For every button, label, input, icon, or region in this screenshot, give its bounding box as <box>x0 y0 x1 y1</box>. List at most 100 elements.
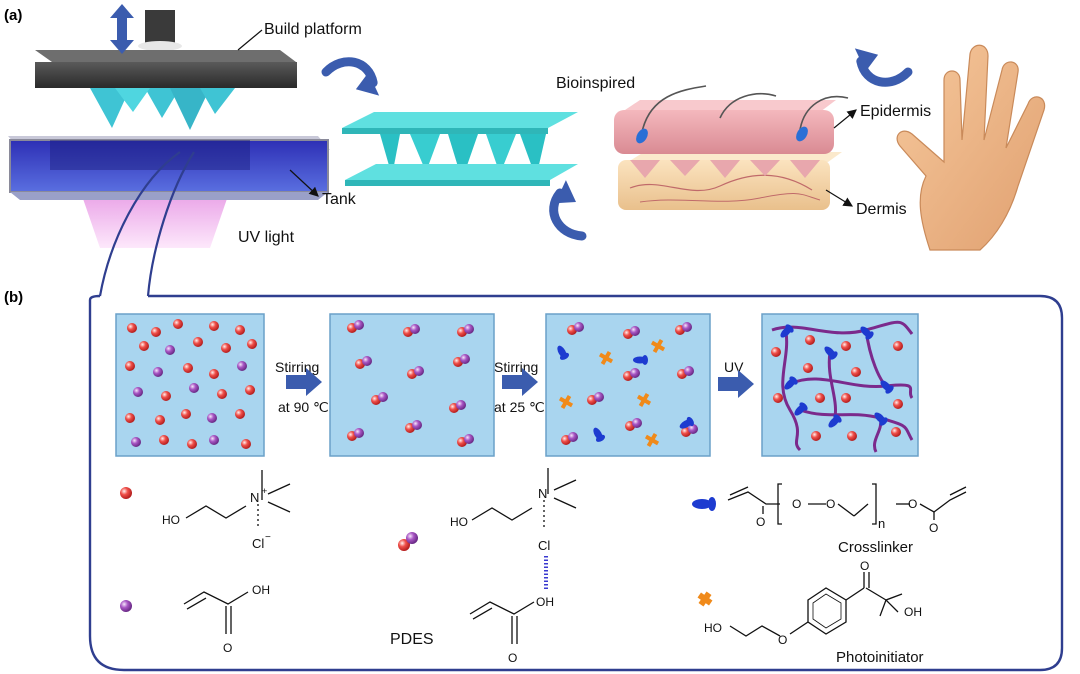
dermis-pointer <box>825 189 854 207</box>
pdes-particle-purple <box>632 418 642 428</box>
red-particle <box>815 393 825 403</box>
red-particle-legend-icon <box>120 487 132 499</box>
red-particle <box>127 323 137 333</box>
skin-model <box>614 85 849 210</box>
photoinitiator-particle <box>598 350 614 366</box>
particles-box-3 <box>557 322 698 448</box>
red-particle <box>247 339 257 349</box>
particles-box-2 <box>347 320 474 447</box>
pdes-particle-purple <box>464 324 474 334</box>
red-particle <box>193 337 203 347</box>
particles-box-4 <box>771 320 914 453</box>
pdes-ho-label: HO <box>450 515 468 529</box>
build-platform <box>35 10 297 130</box>
photoinitiator-particle <box>644 432 660 448</box>
pdes-particle-purple <box>456 400 466 410</box>
epidermis-pointer <box>833 109 857 129</box>
red-particle <box>811 431 821 441</box>
panel-b-label: (b) <box>4 289 23 306</box>
red-particle <box>181 409 191 419</box>
red-particle <box>209 321 219 331</box>
build-platform-label: Build platform <box>264 21 362 38</box>
red-particle <box>221 343 231 353</box>
purple-particle <box>133 387 143 397</box>
crosslinker-particle <box>880 380 894 394</box>
photoinitiator-label: Photoinitiator <box>836 649 924 666</box>
photoinitiator-o-mid: O <box>778 633 787 647</box>
printed-structure <box>342 112 578 186</box>
crosslinker-o1: O <box>756 515 765 529</box>
crosslinker-particle <box>784 376 798 390</box>
crosslinker-o2: O <box>792 497 801 511</box>
bioinspired-label: Bioinspired <box>556 75 635 92</box>
pdes-label: PDES <box>390 631 434 648</box>
crosslinker-particle <box>794 402 808 416</box>
red-particle <box>159 435 169 445</box>
step2-label-bottom: at 25 ℃ <box>494 399 545 415</box>
pdes-particle-purple <box>354 428 364 438</box>
pdes-o-label: O <box>508 651 517 665</box>
crosslinker-particle <box>679 416 694 429</box>
pdes-oh-label: OH <box>536 595 554 609</box>
photoinitiator-structure <box>729 572 903 637</box>
photoinitiator-oh: OH <box>904 605 922 619</box>
crosslinker-label: Crosslinker <box>838 539 913 556</box>
pdes-particle-purple <box>594 392 604 402</box>
acrylic-oh-label: OH <box>252 583 270 597</box>
zoom-connector-right <box>146 151 195 297</box>
acrylic-o-label: O <box>223 641 232 655</box>
purple-particle <box>165 345 175 355</box>
red-particle <box>235 409 245 419</box>
red-particle <box>805 335 815 345</box>
purple-particle <box>189 383 199 393</box>
pdes-particle-purple <box>574 322 584 332</box>
red-particle <box>893 399 903 409</box>
red-particle <box>893 341 903 351</box>
red-particle <box>125 413 135 423</box>
pdes-n-label: N <box>538 486 547 501</box>
step1-label-top: Stirring <box>275 359 319 375</box>
red-particle <box>851 367 861 377</box>
pdes-particle-purple <box>682 322 692 332</box>
curved-arrow-icon <box>847 47 910 90</box>
choline-ho-label: HO <box>162 513 180 527</box>
pdes-particle-purple <box>460 354 470 364</box>
crosslinker-particle <box>874 412 888 426</box>
red-particle <box>125 361 135 371</box>
pdes-particle-purple <box>688 424 698 434</box>
crosslinker-structure <box>727 483 967 525</box>
curved-arrow-icon <box>324 54 387 97</box>
photoinitiator-ho: HO <box>704 621 722 635</box>
red-particle <box>139 341 149 351</box>
purple-particle <box>131 437 141 447</box>
pdes-particle-purple <box>414 366 424 376</box>
pdes-cl-label: Cl <box>538 538 550 553</box>
red-particle <box>217 389 227 399</box>
pdes-particle-purple <box>412 420 422 430</box>
curved-arrow-icon <box>544 179 587 242</box>
choline-n-charge: + <box>262 486 267 496</box>
zoom-connector-left <box>98 151 181 297</box>
red-particle <box>161 391 171 401</box>
tank-label: Tank <box>322 191 357 208</box>
crosslinker-particle <box>824 346 838 360</box>
pdes-particle-purple <box>568 432 578 442</box>
crosslinker-particle <box>557 345 570 360</box>
red-particle <box>245 385 255 395</box>
hand-illustration <box>896 44 1046 251</box>
red-particle <box>841 341 851 351</box>
photoinitiator-legend-icon <box>697 591 713 607</box>
epidermis-label: Epidermis <box>860 103 931 120</box>
acrylic-acid-structure <box>183 591 249 634</box>
step1-label-bottom: at 90 ℃ <box>278 399 329 415</box>
photoinitiator-o-top: O <box>860 559 869 573</box>
pdes-particle-purple <box>410 324 420 334</box>
crosslinker-legend-icon <box>692 497 716 511</box>
crosslinker-particle <box>633 355 648 365</box>
pdes-particle-purple <box>362 356 372 366</box>
red-particle <box>841 393 851 403</box>
purple-particle <box>153 367 163 377</box>
red-particle <box>847 431 857 441</box>
red-particle <box>773 393 783 403</box>
red-particle <box>155 415 165 425</box>
